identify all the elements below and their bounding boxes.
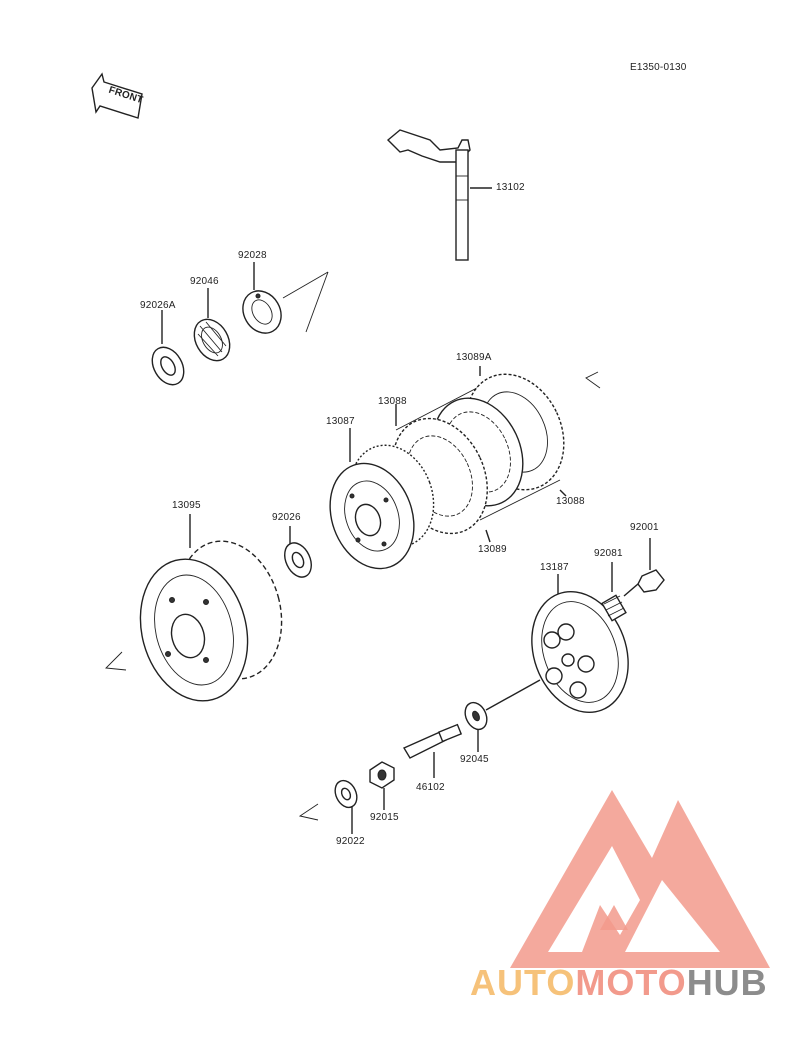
watermark-logo bbox=[510, 790, 770, 968]
label-46102: 46102 bbox=[416, 782, 445, 793]
part-92046-needle-bearing bbox=[193, 318, 231, 362]
part-92026A-washer bbox=[151, 346, 185, 386]
part-92028-collar bbox=[242, 290, 282, 334]
label-92001: 92001 bbox=[630, 522, 659, 533]
label-13089A: 13089A bbox=[456, 352, 492, 363]
watermark-hub: HUB bbox=[686, 962, 768, 1003]
watermark-auto: AUTO bbox=[470, 962, 576, 1003]
label-92045: 92045 bbox=[460, 754, 489, 765]
label-13095: 13095 bbox=[172, 500, 201, 511]
label-92022: 92022 bbox=[336, 836, 365, 847]
part-13102-shift-lever bbox=[386, 129, 492, 261]
part-13187-pressure-plate bbox=[531, 574, 629, 714]
guide-lines bbox=[105, 271, 601, 821]
part-92026-washer bbox=[284, 526, 312, 578]
front-arrow-icon bbox=[91, 72, 143, 119]
label-92028: 92028 bbox=[238, 250, 267, 261]
label-13087: 13087 bbox=[326, 416, 355, 427]
label-92015: 92015 bbox=[370, 812, 399, 823]
label-13089: 13089 bbox=[478, 544, 507, 555]
label-92026A: 92026A bbox=[140, 300, 176, 311]
part-92045-ball-bearing bbox=[464, 701, 488, 752]
part-92081-spring bbox=[601, 562, 627, 622]
part-13095-clutch-housing bbox=[139, 514, 283, 702]
label-92026: 92026 bbox=[272, 512, 301, 523]
part-13087-clutch-hub bbox=[329, 428, 435, 570]
part-46102-push-rod bbox=[402, 723, 463, 778]
watermark-moto: MOTO bbox=[575, 962, 687, 1003]
label-13102: 13102 bbox=[496, 182, 525, 193]
label-13187: 13187 bbox=[540, 562, 569, 573]
label-13088-top: 13088 bbox=[378, 396, 407, 407]
part-92001-bolt bbox=[623, 538, 665, 597]
label-13088-right: 13088 bbox=[556, 496, 585, 507]
label-92046: 92046 bbox=[190, 276, 219, 287]
part-92022-washer bbox=[334, 779, 358, 834]
part-92015-nut bbox=[369, 761, 395, 810]
diagram-code: E1350-0130 bbox=[630, 62, 687, 73]
watermark-text: AUTOMOTOHUB bbox=[470, 962, 768, 1004]
label-92081: 92081 bbox=[594, 548, 623, 559]
